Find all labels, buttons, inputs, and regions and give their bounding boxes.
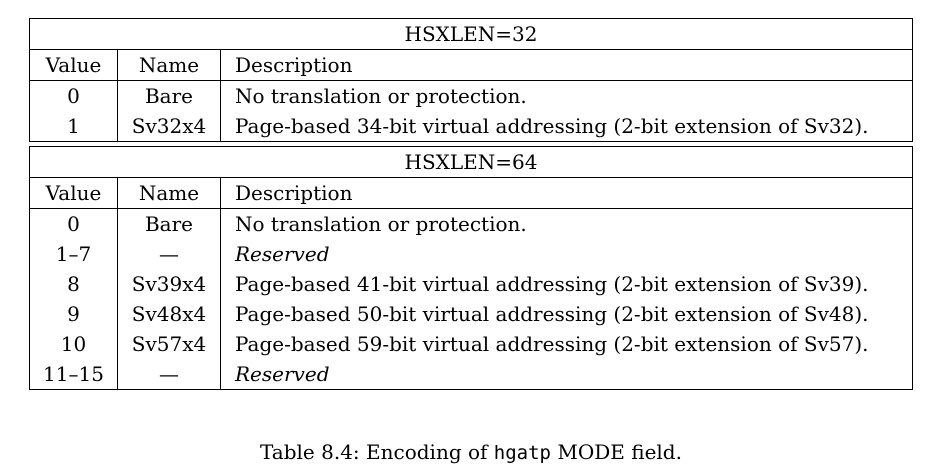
column-header-description: Description [220, 49, 913, 81]
value-cell: 8 [29, 269, 118, 299]
column-header-row: Value Name Description [29, 177, 913, 209]
column-header-row: Value Name Description [29, 49, 913, 81]
description-cell: Page-based 50-bit virtual addressing (2-… [220, 299, 913, 329]
description-cell: No translation or protection. [220, 80, 913, 111]
name-cell: Sv48x4 [117, 299, 221, 329]
name-cell: Bare [117, 208, 221, 239]
table-row: 1–7—Reserved [29, 239, 913, 269]
column-header-name: Name [117, 177, 221, 209]
caption-suffix: MODE field. [551, 440, 682, 464]
name-cell: — [117, 239, 221, 269]
name-cell: — [117, 359, 221, 390]
table-title-row: HSXLEN=32 [29, 18, 913, 50]
description-cell: Page-based 59-bit virtual addressing (2-… [220, 329, 913, 359]
table-title: HSXLEN=64 [29, 146, 913, 178]
name-cell: Bare [117, 80, 221, 111]
description-cell: No translation or protection. [220, 208, 913, 239]
value-cell: 1 [29, 111, 118, 142]
value-cell: 9 [29, 299, 118, 329]
value-cell: 0 [29, 208, 118, 239]
table-row: 11–15—Reserved [29, 359, 913, 390]
value-cell: 10 [29, 329, 118, 359]
column-header-value: Value [29, 177, 118, 209]
value-cell: 0 [29, 80, 118, 111]
name-cell: Sv32x4 [117, 111, 221, 142]
description-cell: Page-based 41-bit virtual addressing (2-… [220, 269, 913, 299]
table-title: HSXLEN=32 [29, 18, 913, 50]
value-cell: 11–15 [29, 359, 118, 390]
name-cell: Sv57x4 [117, 329, 221, 359]
caption-code: hgatp [493, 442, 551, 464]
value-cell: 1–7 [29, 239, 118, 269]
column-header-value: Value [29, 49, 118, 81]
table-title-row: HSXLEN=64 [29, 146, 913, 178]
description-cell: Reserved [220, 359, 913, 390]
name-cell: Sv39x4 [117, 269, 221, 299]
caption-prefix: Table 8.4: Encoding of [260, 440, 494, 464]
table-caption: Table 8.4: Encoding of hgatp MODE field. [0, 437, 942, 468]
column-header-description: Description [220, 177, 913, 209]
description-cell: Reserved [220, 239, 913, 269]
description-cell: Page-based 34-bit virtual addressing (2-… [220, 111, 913, 142]
column-header-name: Name [117, 49, 221, 81]
